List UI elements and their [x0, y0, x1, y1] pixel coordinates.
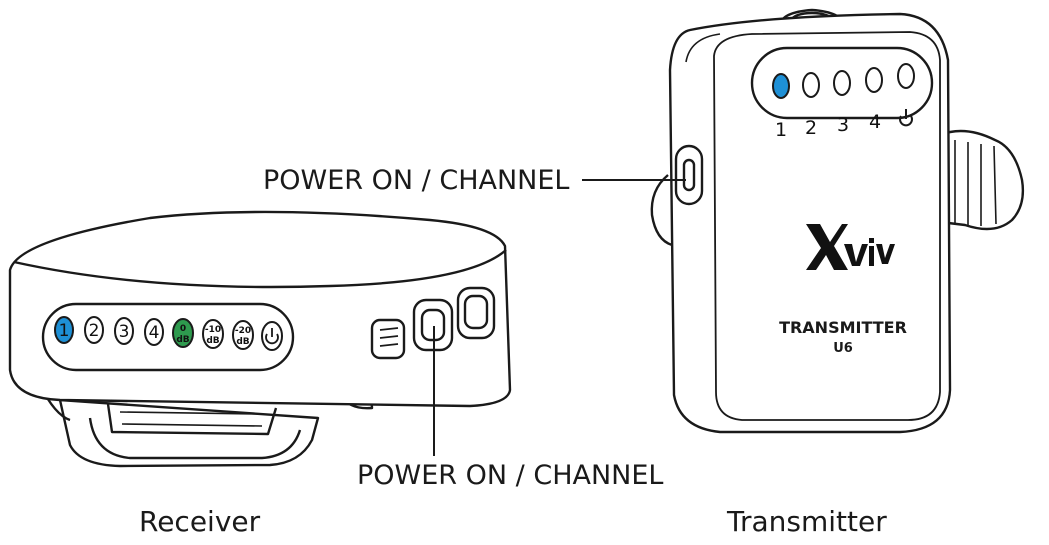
transmitter-channel-led-1 — [772, 73, 790, 99]
receiver-side-controls — [370, 286, 496, 360]
transmitter-model-text: TRANSMITTER — [779, 318, 907, 337]
receiver-channel-led-2: 2 — [84, 316, 104, 344]
transmitter-channel-label: 4 — [869, 111, 881, 133]
receiver-led-panel — [41, 302, 295, 372]
transmitter-channel-label: 2 — [805, 117, 817, 139]
receiver-power-channel-button[interactable] — [412, 298, 454, 352]
receiver-switch[interactable] — [370, 318, 406, 360]
receiver-caption: Receiver — [139, 505, 261, 538]
power-icon — [899, 109, 913, 127]
receiver-gain-led-minus20db: -20 dB — [232, 320, 254, 350]
transmitter-power-channel-button[interactable] — [674, 144, 704, 206]
callout-label: POWER ON / CHANNEL — [263, 165, 569, 196]
receiver-gain-led-minus10db: -10 dB — [202, 319, 224, 349]
transmitter-channel-label: 3 — [837, 114, 849, 136]
receiver-channel-led-4: 4 — [144, 318, 164, 346]
transmitter-led-labels: 1 2 3 4 — [775, 109, 913, 141]
transmitter-channel-led-3 — [833, 70, 851, 96]
receiver-channel-label: 3 — [119, 322, 130, 342]
receiver-channel-label: 4 — [149, 323, 160, 343]
receiver-channel-leds: 1 2 3 4 0 dB -10 dB -20 dB — [54, 316, 283, 351]
gain-unit: dB — [236, 337, 249, 347]
callout-transmitter: POWER ON / CHANNEL — [263, 165, 686, 196]
receiver-gain-led-0db: 0 dB — [172, 318, 194, 348]
transmitter-model-code: U6 — [833, 341, 853, 356]
gain-value: 0 — [180, 324, 186, 334]
transmitter-channel-led-2 — [802, 72, 820, 98]
power-icon — [261, 321, 283, 351]
gain-value: -20 — [235, 326, 251, 336]
transmitter-channel-led-4 — [865, 67, 883, 93]
transmitter-channel-leds — [772, 63, 915, 99]
receiver-channel-label: 1 — [59, 321, 70, 341]
receiver-channel-led-1: 1 — [54, 316, 74, 344]
transmitter-power-led — [897, 63, 915, 89]
gain-unit: dB — [206, 336, 219, 346]
transmitter-channel-label: 1 — [775, 119, 787, 141]
receiver-channel-led-3: 3 — [114, 317, 134, 345]
receiver-secondary-button[interactable] — [456, 286, 496, 340]
xvive-logo — [806, 224, 895, 270]
callout-label: POWER ON / CHANNEL — [357, 460, 663, 491]
gain-value: -10 — [205, 325, 221, 335]
callout-receiver: POWER ON / CHANNEL — [357, 326, 663, 491]
gain-unit: dB — [176, 335, 189, 345]
receiver-channel-label: 2 — [89, 321, 100, 341]
transmitter-caption: Transmitter — [726, 505, 887, 538]
